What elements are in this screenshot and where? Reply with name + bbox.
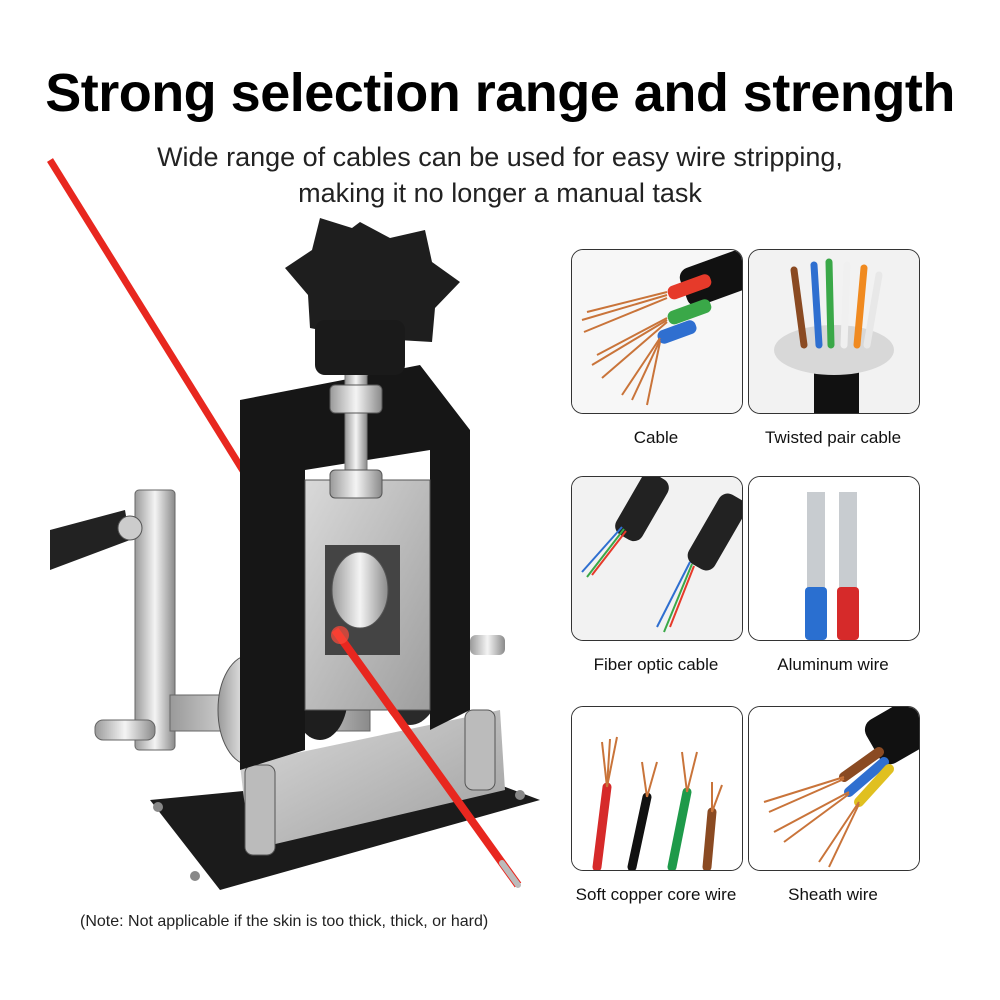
card-soft-copper-wire bbox=[571, 706, 743, 871]
crank-grip bbox=[50, 510, 130, 570]
label-soft-copper-wire: Soft copper core wire bbox=[575, 885, 737, 904]
fiber-optic-image bbox=[572, 477, 742, 640]
subtitle-line-2: making it no longer a manual task bbox=[298, 178, 702, 208]
card-sheath-wire bbox=[748, 706, 920, 871]
label-twisted-pair: Twisted pair cable bbox=[764, 428, 902, 447]
label-fiber-optic: Fiber optic cable bbox=[593, 655, 719, 674]
label-aluminum-wire: Aluminum wire bbox=[777, 655, 889, 674]
black-frame bbox=[240, 365, 470, 770]
soft-copper-wire-image bbox=[572, 707, 742, 870]
twisted-pair-image bbox=[749, 250, 919, 413]
wire-stripper-machine-image bbox=[47, 158, 540, 890]
subtitle-line-1: Wide range of cables can be used for eas… bbox=[157, 142, 843, 172]
label-cable: Cable bbox=[633, 428, 679, 447]
aluminum-wire-image bbox=[749, 477, 919, 640]
guide-plate bbox=[240, 710, 505, 850]
star-knob bbox=[285, 218, 460, 375]
label-sheath-wire: Sheath wire bbox=[788, 885, 878, 904]
page-title: Strong selection range and strength bbox=[45, 63, 955, 123]
card-aluminum-wire bbox=[748, 476, 920, 641]
card-cable bbox=[571, 249, 743, 414]
cutter-roller bbox=[331, 551, 389, 629]
sheath-wire-image bbox=[749, 707, 919, 870]
cable-image bbox=[572, 250, 742, 413]
card-twisted-pair bbox=[748, 249, 920, 414]
red-wire-upper bbox=[47, 158, 258, 492]
crank-arm bbox=[134, 489, 176, 751]
footnote: (Note: Not applicable if the skin is too… bbox=[80, 913, 489, 930]
red-wire-lower bbox=[331, 627, 522, 888]
card-fiber-optic bbox=[571, 476, 743, 641]
